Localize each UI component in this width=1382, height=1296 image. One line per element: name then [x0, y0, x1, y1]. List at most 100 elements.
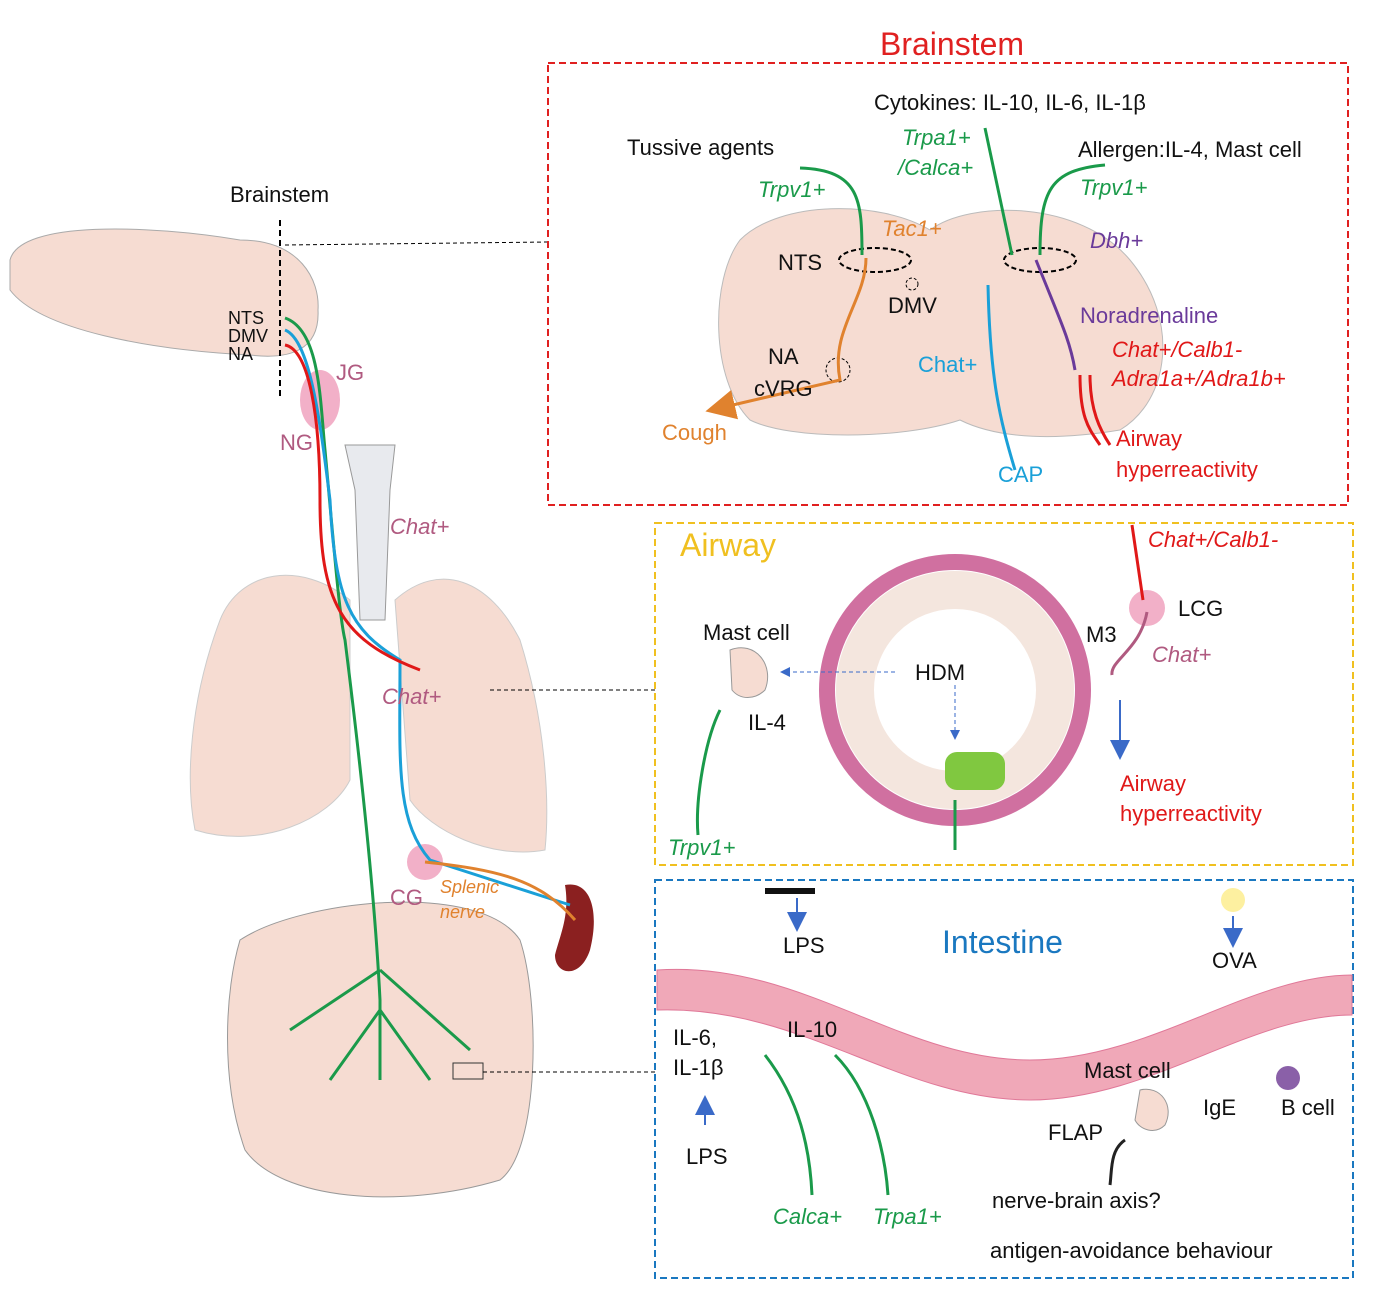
cap-label: CAP	[998, 462, 1043, 487]
airway-chat-calb1-label: Chat+/Calb1-	[1148, 527, 1278, 552]
b-cell-icon	[1276, 1066, 1300, 1090]
gut-sensory-branches	[289, 968, 471, 1081]
intestinal-epithelium	[656, 968, 1353, 1101]
ova-label: OVA	[1212, 948, 1257, 973]
brainstem-connector	[284, 241, 549, 246]
airway-box	[654, 522, 1354, 866]
intestine-mast-cell-label: Mast cell	[1084, 1058, 1171, 1083]
right-lung	[394, 578, 548, 853]
lcg-ganglion	[1129, 590, 1165, 626]
il10-label: IL-10	[787, 1017, 837, 1042]
chat-calb1-label: Chat+/Calb1-	[1112, 337, 1242, 362]
intestine-panel: Intestine LPS OVA IL-6, IL-1β IL-10 LPS …	[654, 879, 1354, 1279]
label-dmv: DMV	[228, 326, 268, 346]
dmv-outline	[905, 277, 919, 291]
airway-title: Airway	[680, 527, 776, 563]
splenic-nerve	[424, 860, 577, 921]
trpa1-gut-label: Trpa1+	[873, 1204, 942, 1229]
ahr-label-1: Airway	[1116, 426, 1182, 451]
label-brainstem: Brainstem	[230, 182, 329, 207]
na-fiber	[284, 343, 421, 672]
ige-label: IgE	[1203, 1095, 1236, 1120]
brainstem-title: Brainstem	[880, 26, 1024, 62]
cytokines-label: Cytokines: IL-10, IL-6, IL-1β	[874, 90, 1146, 115]
noradrenaline-label: Noradrenaline	[1080, 303, 1218, 328]
brainstem-panel: Brainstem Cytokines: IL-10, IL-6, IL-1β …	[547, 26, 1349, 506]
mast-cell-label: Mast cell	[703, 620, 790, 645]
chat-calb1-fiber	[1130, 524, 1145, 601]
calca-gut-label: Calca+	[773, 1204, 842, 1229]
flap-fiber	[1108, 1138, 1126, 1186]
label-na: NA	[228, 344, 253, 364]
intestine-box	[654, 879, 1354, 1279]
ova-antigen-icon	[1221, 888, 1245, 912]
gut-inset-marker	[452, 1062, 484, 1080]
label-ng: NG	[280, 430, 313, 455]
il6-label: IL-6,	[673, 1025, 717, 1050]
lps-bottom-label: LPS	[686, 1144, 728, 1169]
chat-label: Chat+	[918, 352, 977, 377]
dbh-label: Dbh+	[1090, 228, 1143, 253]
trpa1-fiber	[983, 127, 1014, 256]
label-chat-lung: Chat+	[382, 684, 441, 709]
label-nerve: nerve	[440, 902, 485, 922]
trpv1-left-fiber	[799, 166, 864, 256]
hdm-label: HDM	[915, 660, 965, 685]
airway-epithelium	[836, 571, 1074, 809]
scissors-icon	[765, 888, 815, 894]
tac1-label: Tac1+	[882, 216, 942, 241]
cough-fiber	[705, 257, 868, 420]
intestine-title: Intestine	[942, 924, 1063, 960]
brainstem-box	[547, 62, 1349, 506]
allergen-label: Allergen:IL-4, Mast cell	[1078, 137, 1302, 162]
trpv1-right-fiber	[1038, 163, 1106, 256]
cap-fiber	[986, 284, 1017, 471]
label-chat-trachea: Chat+	[390, 514, 449, 539]
nts-label: NTS	[778, 250, 822, 275]
dmv-label: DMV	[888, 293, 937, 318]
label-jg: JG	[336, 360, 364, 385]
tussive-agents-label: Tussive agents	[627, 135, 774, 160]
label-splenic: Splenic	[440, 877, 499, 897]
il1b-label: IL-1β	[673, 1055, 724, 1080]
na-label: NA	[768, 344, 799, 369]
b-cell-label: B cell	[1281, 1095, 1335, 1120]
ahr-fibers	[1078, 374, 1112, 446]
brain-shape	[9, 228, 319, 357]
lcg-chat-fiber	[1110, 611, 1149, 676]
calca-fiber	[763, 1054, 814, 1196]
trpa1-label: Trpa1+	[902, 125, 971, 150]
trpv1-left-label: Trpv1+	[758, 177, 826, 202]
neuroendocrine-cells	[945, 752, 1005, 790]
trpv1-right-label: Trpv1+	[1080, 175, 1148, 200]
trpv1-airway-fiber	[696, 709, 722, 836]
brainstem-section	[718, 208, 1164, 438]
nerve-brain-axis-label: nerve-brain axis?	[992, 1188, 1161, 1213]
calca-label: /Calca+	[896, 155, 973, 180]
trachea	[344, 444, 396, 621]
noradrenaline-fiber	[1034, 259, 1077, 371]
vagus-motor-fiber	[284, 328, 571, 907]
label-nts: NTS	[228, 308, 264, 328]
body-overview: Brainstem NTS DMV NA JG NG Chat+ Chat+ C…	[9, 182, 655, 1198]
airway-ahr-label-2: hyperreactivity	[1120, 801, 1262, 826]
avoidance-behaviour-label: antigen-avoidance behaviour	[990, 1238, 1273, 1263]
lps-top-label: LPS	[783, 933, 825, 958]
spleen	[555, 884, 594, 972]
left-lung	[189, 574, 351, 837]
label-cg: CG	[390, 885, 423, 910]
airway-chat-label: Chat+	[1152, 642, 1211, 667]
trpa1-gut-fiber	[833, 1053, 890, 1196]
airway-trpv1-label: Trpv1+	[668, 835, 736, 860]
cough-label: Cough	[662, 420, 727, 445]
cvrg-label: cVRG	[754, 376, 813, 401]
adra-label: Adra1a+/Adra1b+	[1110, 366, 1286, 391]
airway-panel: Airway Chat+/Calb1- LCG M3 Chat+ Mast ce…	[654, 522, 1354, 866]
mast-cell	[729, 647, 769, 698]
flap-label: FLAP	[1048, 1120, 1103, 1145]
ahr-label-2: hyperreactivity	[1116, 457, 1258, 482]
il4-label: IL-4	[748, 710, 786, 735]
airway-ahr-label-1: Airway	[1120, 771, 1186, 796]
vagus-sensory-fiber	[284, 316, 382, 1080]
